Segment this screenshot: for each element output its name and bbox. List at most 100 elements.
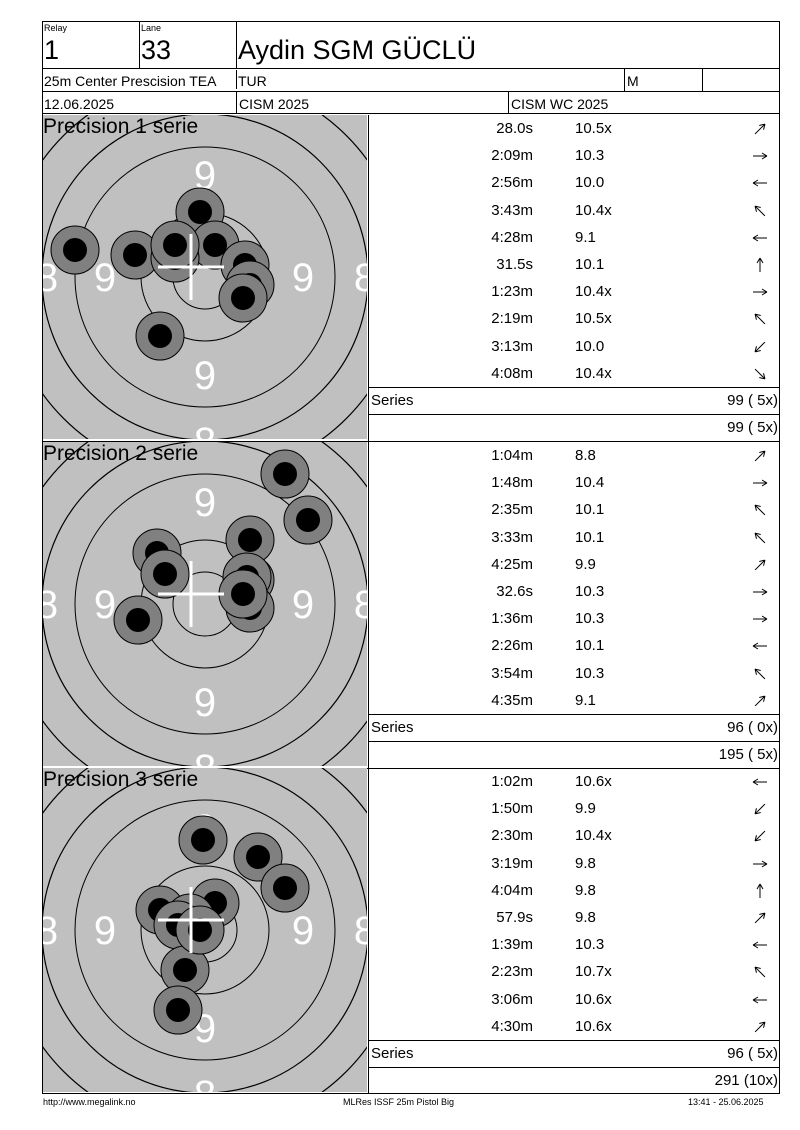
shot-direction-arrow-icon (754, 341, 766, 353)
shot-score: 9.9 (575, 800, 596, 818)
shot-score: 9.8 (575, 881, 596, 899)
shot-time: 2:35m (491, 501, 533, 519)
shot-row: 57.9s 9.8 (370, 904, 780, 931)
shot-time: 57.9s (496, 909, 533, 926)
shot-hole-center (153, 562, 177, 586)
shot-score: 10.5x (575, 310, 612, 328)
shot-direction-arrow-icon (753, 615, 768, 623)
championship: CISM WC 2025 (511, 96, 609, 112)
shot-time: 3:33m (491, 528, 533, 546)
shot-score: 10.4x (575, 364, 612, 382)
ring-label-outer-bottom: 8 (194, 420, 216, 439)
shot-time: 2:30m (491, 827, 533, 845)
shot-hole-center (273, 462, 297, 486)
shot-time: 1:02m (491, 773, 533, 790)
series-label: Series (371, 719, 414, 736)
shot-time: 4:25m (491, 555, 533, 573)
series-title: Precision 1 serie (43, 115, 199, 138)
shot-time: 3:13m (491, 337, 533, 355)
shot-hole-center (123, 243, 147, 267)
shot-score: 10.0 (575, 174, 605, 192)
shot-score: 10.6x (575, 990, 612, 1008)
shot-score: 10.3 (575, 147, 605, 165)
shot-score: 10.1 (575, 637, 605, 655)
ring-label-right: 9 (292, 256, 314, 300)
target-card: Precision 3 serie9999888 (43, 768, 367, 1092)
shot-direction-arrow-icon (754, 559, 766, 571)
shot-hole-center (203, 233, 227, 257)
shot-row: 4:35m 9.1 (370, 687, 780, 714)
shot-hole-center (163, 233, 187, 257)
target-face: 9999888 (43, 768, 367, 1092)
shot-direction-arrow-icon (756, 257, 764, 272)
shot-hole-center (246, 845, 270, 869)
shot-direction-arrow-icon (754, 695, 766, 707)
shot-row: 3:13m 10.0 (370, 333, 780, 360)
shot-time: 4:28m (491, 228, 533, 246)
target-card: Precision 2 serie9999888 (43, 442, 367, 766)
running-total: 99 ( 5x) (727, 419, 778, 436)
shot-score: 10.3 (575, 610, 605, 628)
series-total: 99 ( 5x) (727, 392, 778, 409)
shot-score: 9.8 (575, 909, 596, 926)
target-ring (74, 473, 336, 735)
competition: CISM 2025 (239, 96, 310, 112)
shot-score: 8.8 (575, 447, 596, 464)
shot-direction-arrow-icon (753, 288, 768, 296)
shot-time: 3:06m (491, 990, 533, 1008)
shot-row: 3:33m 10.1 (370, 524, 780, 551)
shot-direction-arrow-icon (752, 941, 767, 949)
ring-label-outer-left: 8 (43, 583, 58, 627)
relay-value: 1 (44, 35, 60, 65)
footer-timestamp: 13:41 - 25.06.2025 (688, 1097, 764, 1107)
shot-time: 4:35m (491, 691, 533, 709)
shot-direction-arrow-icon (754, 966, 766, 978)
gender: M (627, 73, 639, 89)
shot-hole-center (238, 528, 262, 552)
shot-score: 10.4x (575, 201, 612, 219)
shot-time: 3:19m (491, 854, 533, 872)
shot-hole-center (231, 582, 255, 606)
shot-direction-arrow-icon (754, 205, 766, 216)
series-total: 96 ( 0x) (727, 719, 778, 736)
shot-row: 2:26m 10.1 (370, 632, 780, 659)
shot-score: 10.6x (575, 773, 612, 790)
lane-value: 33 (141, 35, 172, 65)
shot-direction-arrow-icon (754, 532, 766, 543)
shot-score: 10.1 (575, 528, 605, 546)
target-face: 9999888 (43, 442, 367, 766)
ring-label-outer-right: 8 (354, 583, 367, 627)
shot-time: 3:54m (491, 664, 533, 682)
ring-label-top: 9 (194, 481, 216, 525)
shot-row: 3:06m 10.6x (370, 986, 780, 1013)
shot-direction-arrow-icon (753, 588, 768, 596)
running-total-row: 99 ( 5x) (370, 414, 780, 440)
shot-direction-arrow-icon (753, 860, 768, 868)
shot-hole-center (191, 828, 215, 852)
shot-score: 9.1 (575, 691, 596, 709)
shot-direction-arrow-icon (754, 368, 766, 380)
footer-software: MLRes ISSF 25m Pistol Big (343, 1097, 455, 1107)
shot-time: 1:39m (491, 936, 533, 954)
ring-label-outer-bottom: 8 (194, 1073, 216, 1092)
ring-label-bottom: 9 (194, 681, 216, 725)
shot-direction-arrow-icon (754, 450, 766, 462)
shot-direction-arrow-icon (753, 479, 768, 487)
shot-time: 31.5s (496, 256, 533, 273)
shot-time: 2:26m (491, 637, 533, 655)
shot-hole-center (188, 200, 212, 224)
shot-time: 4:04m (491, 881, 533, 899)
shot-hole-center (63, 238, 87, 262)
footer-url[interactable]: http://www.megalink.no (43, 1097, 136, 1107)
shot-score: 10.0 (575, 337, 605, 355)
target-ring (140, 865, 270, 995)
shot-score: 10.5x (575, 120, 612, 137)
target-background (43, 442, 367, 766)
